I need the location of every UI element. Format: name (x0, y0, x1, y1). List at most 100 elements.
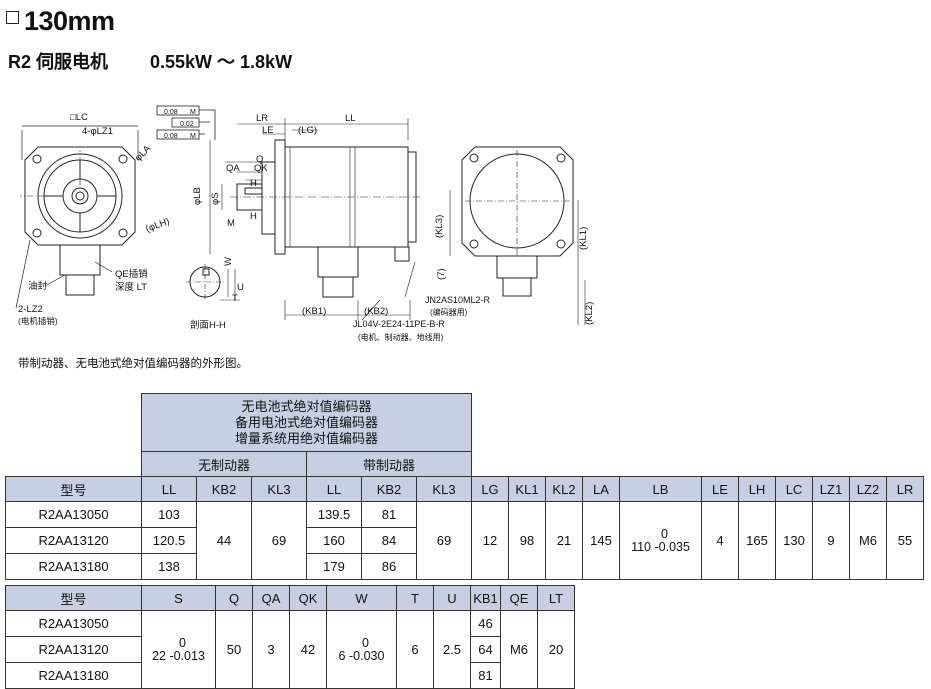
col-kb2-b: KB2 (361, 476, 417, 502)
kl1-cell: 98 (508, 501, 546, 580)
s-main: 22 (152, 648, 166, 663)
ll-brake-cell: 179 (306, 553, 362, 580)
lc-label: □LC (70, 112, 88, 123)
kb2-label: (KB2) (364, 306, 388, 317)
col-qe: QE (500, 585, 538, 611)
col-s: S (141, 585, 216, 611)
qe-cell: M6 (500, 610, 538, 689)
s-lower: -0.013 (169, 648, 205, 663)
lh-cell: 165 (738, 501, 776, 580)
m-label: M (227, 218, 235, 229)
kb2-brake-cell: 81 (361, 501, 417, 528)
lr-cell: 55 (886, 501, 924, 580)
col-lh: LH (738, 476, 776, 502)
ll-brake-cell: 139.5 (306, 501, 362, 528)
tol3-ref: M (190, 133, 196, 140)
ll-cell: 138 (141, 553, 197, 580)
kb1-cell: 64 (470, 636, 501, 663)
u-label: U (237, 282, 244, 293)
conn1-note: (电机、制动器、地线用) (358, 332, 444, 342)
lb-lower: -0.035 (654, 539, 690, 554)
lc-cell: 130 (775, 501, 813, 580)
no-brake-header: 无制动器 (141, 451, 307, 477)
page-title: 130mm (24, 6, 115, 36)
seven-label: (7) (436, 268, 447, 280)
ll-brake-cell: 160 (306, 527, 362, 554)
col-lt: LT (537, 585, 575, 611)
tol2-label: 0.02 (180, 121, 194, 128)
dimension-table-2: 型号 S Q QA QK W T U KB1 QE LT R2AA13050 0… (5, 585, 575, 689)
col-lg: LG (471, 476, 509, 502)
col-qk: QK (289, 585, 327, 611)
lb-upper: 0 (661, 526, 668, 541)
conn1-label: JL04V-2E24-11PE-B-R (353, 319, 445, 329)
dimension-table-1: 无电池式绝对值编码器 备用电池式绝对值编码器 增量系统用绝对值编码器 无制动器 … (5, 393, 924, 580)
col-u: U (433, 585, 471, 611)
s-label: φS (210, 193, 221, 206)
ll-cell: 120.5 (141, 527, 197, 554)
rear-view (449, 146, 586, 325)
model-cell: R2AA13180 (5, 553, 142, 580)
model-header: 型号 (5, 585, 142, 611)
qe-depth-label: 深度 LT (115, 281, 147, 293)
with-brake-header: 带制动器 (306, 451, 472, 477)
section-label: 剖面H-H (190, 319, 226, 331)
table1-header-row: 型号 LL KB2 KL3 LL KB2 KL3 LG KL1 KL2 LA L… (5, 476, 924, 502)
drawing-caption: 带制动器、无电池式绝对值编码器的外形图。 (18, 358, 248, 370)
table-row: R2AA13180 81 (5, 662, 575, 689)
kl2-cell: 21 (545, 501, 583, 580)
kb2-cell: 44 (196, 501, 252, 580)
le-label: LE (262, 125, 274, 136)
kl3-cell: 69 (251, 501, 307, 580)
conn2-note: (编码器用) (430, 307, 468, 317)
lg-cell: 12 (471, 501, 509, 580)
table-row: R2AA13120 64 (5, 636, 575, 663)
table-row: R2AA13120 120.5 160 84 (5, 527, 924, 554)
le-cell: 4 (701, 501, 739, 580)
q-cell: 50 (215, 610, 253, 689)
lh-label: (φLH) (144, 216, 171, 235)
col-lr: LR (886, 476, 924, 502)
kb2-brake-cell: 84 (361, 527, 417, 554)
w-label: W (223, 257, 234, 266)
model-cell: R2AA13120 (5, 636, 142, 663)
kl3-label: (KL3) (434, 215, 445, 238)
motor-series-subtitle: R2 伺服电机 (8, 52, 109, 72)
square-symbol (6, 11, 19, 24)
table-row: R2AA13180 138 179 86 (5, 553, 924, 580)
col-lz1: LZ1 (812, 476, 850, 502)
col-qa: QA (252, 585, 290, 611)
encoder-type-2: 备用电池式绝对值编码器 (234, 414, 378, 430)
col-lc: LC (775, 476, 813, 502)
kl1-label: (KL1) (578, 227, 589, 250)
kl2-label: (KL2) (584, 302, 595, 325)
model-header: 型号 (5, 476, 142, 502)
la-label: φLA (133, 143, 154, 164)
model-cell: R2AA13180 (5, 662, 142, 689)
col-lb: LB (619, 476, 702, 502)
encoder-type-header: 无电池式绝对值编码器 备用电池式绝对值编码器 增量系统用绝对值编码器 (141, 393, 472, 452)
col-la: LA (582, 476, 620, 502)
model-cell: R2AA13050 (5, 501, 142, 528)
front-view (20, 125, 139, 296)
qk-cell: 42 (289, 610, 327, 689)
qk-label: QK (254, 163, 268, 174)
encoder-type-3: 增量系统用绝对值编码器 (234, 430, 378, 446)
lz1-cell: 9 (812, 501, 850, 580)
tol1-label: 0.08 (164, 109, 178, 116)
w-main: 6 (338, 648, 346, 663)
oil-seal-label: 油封 (28, 280, 48, 292)
q-label: Q (256, 154, 263, 165)
t-cell: 6 (396, 610, 434, 689)
tol1-ref: M (190, 109, 196, 116)
col-kl2: KL2 (545, 476, 583, 502)
lt-cell: 20 (537, 610, 575, 689)
col-w: W (326, 585, 397, 611)
lz2-note: (电机插销) (18, 316, 58, 326)
col-kl3-b: KL3 (416, 476, 472, 502)
w-lower: -0.030 (348, 648, 385, 663)
power-range: 0.55kW ～ 1.8kW (150, 52, 293, 72)
title-row: 130mm (6, 6, 115, 36)
col-kl1: KL1 (508, 476, 546, 502)
w-upper: 0 (362, 635, 369, 650)
